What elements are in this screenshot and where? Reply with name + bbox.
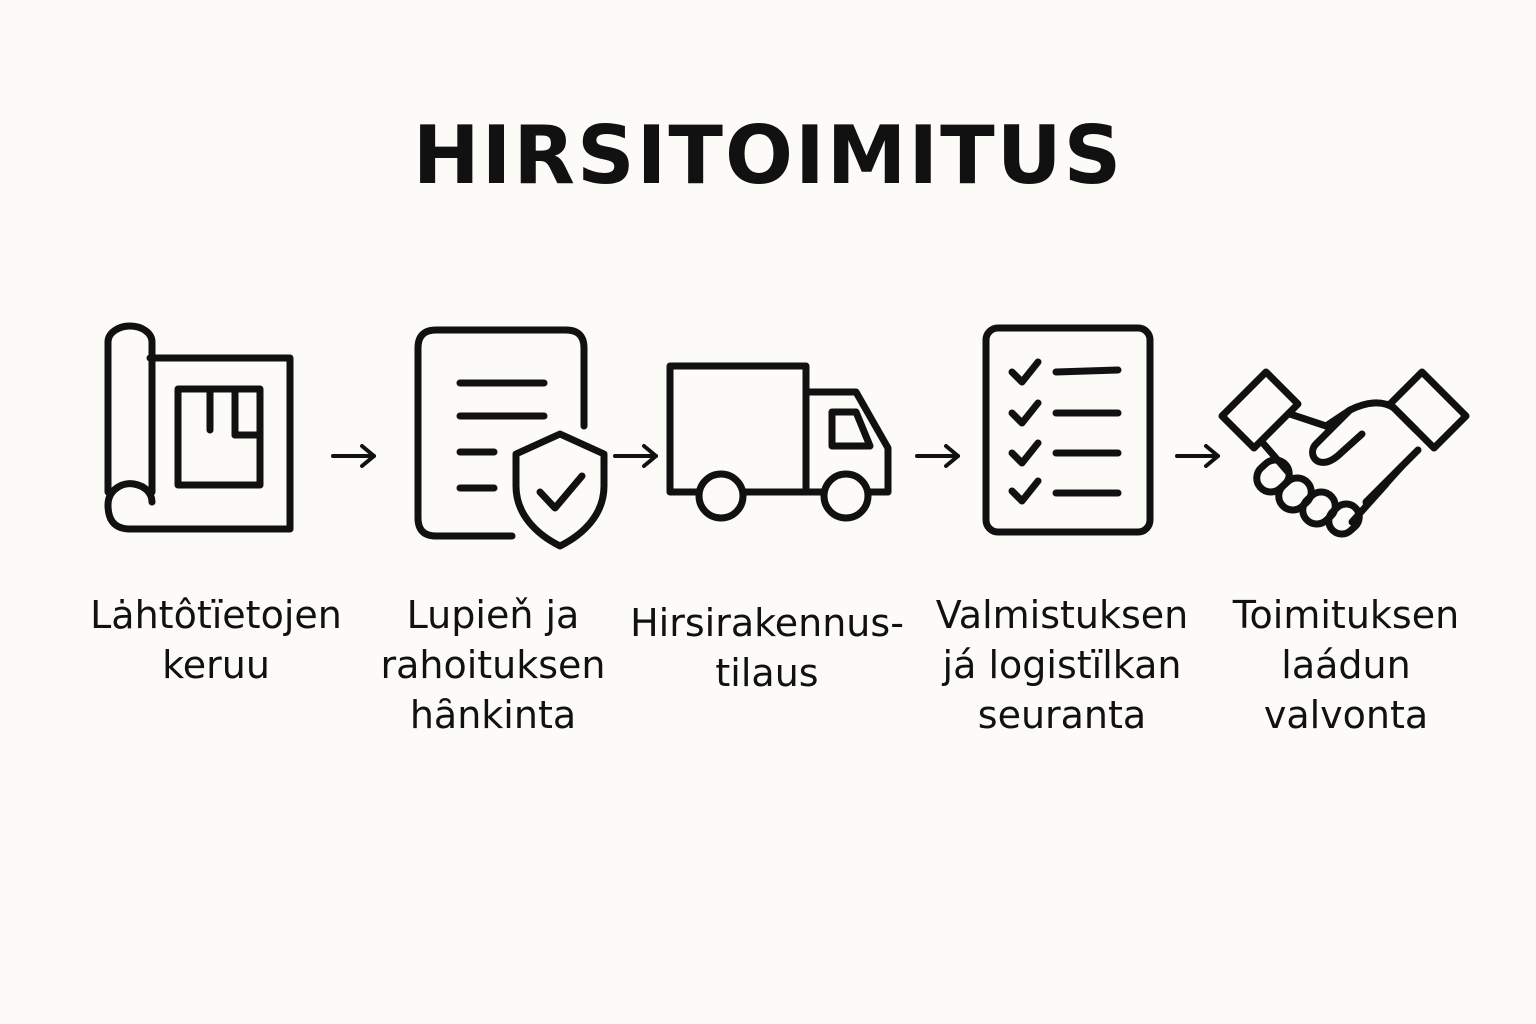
blueprint-icon	[104, 322, 294, 533]
step-label-2: Lupieň ja rahoituksen hȃnkinta	[380, 593, 606, 737]
step-label-5: Toimituksen laádun valvonta	[1232, 593, 1460, 737]
step-label-4: Valmistuksen já logistïlkan seuranta	[935, 593, 1189, 737]
arrow-icon	[613, 444, 658, 468]
truck-icon	[666, 362, 892, 522]
arrow-icon	[1175, 444, 1220, 468]
arrow-icon	[915, 444, 960, 468]
step-label-3: Hirsirakennus- tilaus	[630, 601, 904, 695]
checklist-icon	[982, 324, 1154, 536]
step-label-1: Lȧhtôtïetojen keruu	[90, 593, 342, 687]
handshake-icon	[1218, 368, 1470, 538]
document-shield-icon	[414, 326, 608, 550]
arrow-icon	[331, 444, 376, 468]
diagram-title: HIRSITOIMITUS	[412, 109, 1124, 202]
